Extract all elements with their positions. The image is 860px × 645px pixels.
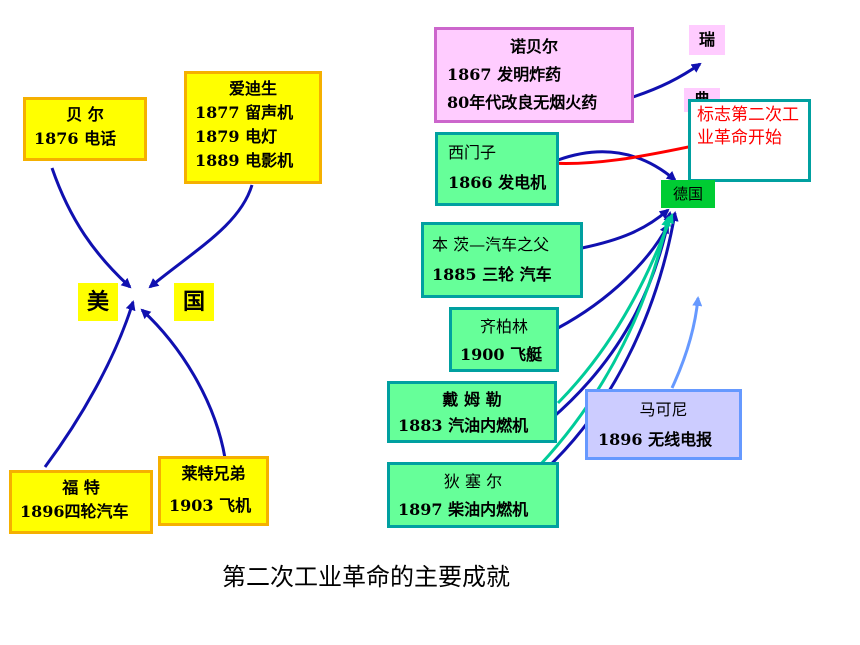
arrow-ford-usa bbox=[43, 300, 136, 468]
label-germany: 德国 bbox=[661, 180, 715, 208]
arrow-siemens-germany bbox=[557, 150, 677, 182]
node-siemens-name: 西门子 bbox=[448, 143, 497, 162]
label-usa-left: 美 bbox=[78, 283, 118, 321]
node-marker-text: 标志第二次工业革命开始 bbox=[697, 105, 799, 148]
node-nobel-name: 诺贝尔 bbox=[509, 37, 558, 56]
arrow-diesel-germany-teal bbox=[538, 216, 672, 467]
node-daimler-line1: 1883 汽油内燃机 bbox=[398, 416, 529, 435]
diagram-caption: 第二次工业革命的主要成就 bbox=[222, 563, 510, 591]
node-diesel: 狄 塞 尔 1897 柴油内燃机 bbox=[387, 462, 559, 528]
arrow-edison-usa bbox=[148, 184, 254, 289]
node-siemens-line1: 1866 发电机 bbox=[448, 173, 547, 192]
arrow-bell-usa bbox=[50, 167, 132, 289]
label-usa-right: 国 bbox=[174, 283, 214, 321]
label-sweden-top: 瑞 bbox=[689, 25, 725, 55]
node-edison-line3: 1889 电影机 bbox=[195, 151, 294, 170]
node-wright: 莱特兄弟 1903 飞机 bbox=[158, 456, 269, 526]
node-zeppelin-line1: 1900 飞艇 bbox=[460, 345, 543, 364]
label-sweden-top-text: 瑞 bbox=[698, 30, 715, 49]
node-siemens: 西门子 1866 发电机 bbox=[435, 132, 559, 206]
node-edison: 爱迪生 1877 留声机 1879 电灯 1889 电影机 bbox=[184, 71, 322, 184]
node-benz-line1: 1885 三轮 汽车 bbox=[432, 265, 552, 284]
node-marconi-name: 马可尼 bbox=[639, 400, 688, 419]
node-daimler: 戴 姆 勒 1883 汽油内燃机 bbox=[387, 381, 557, 443]
label-germany-text: 德国 bbox=[672, 185, 703, 203]
node-diesel-line1: 1897 柴油内燃机 bbox=[398, 500, 529, 519]
node-wright-line1: 1903 飞机 bbox=[169, 496, 252, 515]
node-ford: 福 特 1896四轮汽车 bbox=[9, 470, 153, 534]
node-zeppelin-name: 齐柏林 bbox=[479, 317, 528, 336]
node-zeppelin: 齐柏林 1900 飞艇 bbox=[449, 307, 559, 372]
node-bell-line1: 1876 电话 bbox=[34, 129, 117, 148]
node-marker: 标志第二次工业革命开始 bbox=[688, 99, 811, 182]
node-diesel-name: 狄 塞 尔 bbox=[443, 472, 503, 491]
node-benz-name: 本 茨—汽车之父 bbox=[432, 235, 550, 254]
node-edison-line1: 1877 留声机 bbox=[195, 103, 294, 122]
node-benz: 本 茨—汽车之父 1885 三轮 汽车 bbox=[421, 222, 583, 298]
node-wright-name: 莱特兄弟 bbox=[181, 464, 246, 483]
node-edison-name: 爱迪生 bbox=[228, 79, 277, 98]
node-edison-line2: 1879 电灯 bbox=[195, 127, 278, 146]
node-nobel-line2: 80年代改良无烟火药 bbox=[447, 93, 598, 112]
node-bell-name: 贝 尔 bbox=[66, 105, 104, 124]
node-ford-line1: 1896四轮汽车 bbox=[20, 502, 129, 521]
arrow-nobel-sweden bbox=[632, 62, 702, 99]
arrow-diesel-germany bbox=[543, 211, 679, 472]
arrow-wright-usa bbox=[140, 308, 227, 459]
arrow-zeppelin-germany bbox=[557, 223, 670, 330]
arrow-benz-germany bbox=[581, 208, 670, 250]
arrow-marconi bbox=[670, 296, 703, 389]
label-usa-right-text: 国 bbox=[182, 289, 205, 315]
node-marconi-line1: 1896 无线电报 bbox=[598, 430, 713, 449]
node-daimler-name: 戴 姆 勒 bbox=[442, 390, 502, 409]
node-nobel-line1: 1867 发明炸药 bbox=[447, 65, 562, 84]
node-nobel: 诺贝尔 1867 发明炸药 80年代改良无烟火药 bbox=[434, 27, 634, 123]
label-usa-left-text: 美 bbox=[86, 289, 109, 315]
node-bell: 贝 尔 1876 电话 bbox=[23, 97, 147, 161]
node-ford-name: 福 特 bbox=[62, 478, 100, 497]
node-marconi: 马可尼 1896 无线电报 bbox=[585, 389, 742, 460]
